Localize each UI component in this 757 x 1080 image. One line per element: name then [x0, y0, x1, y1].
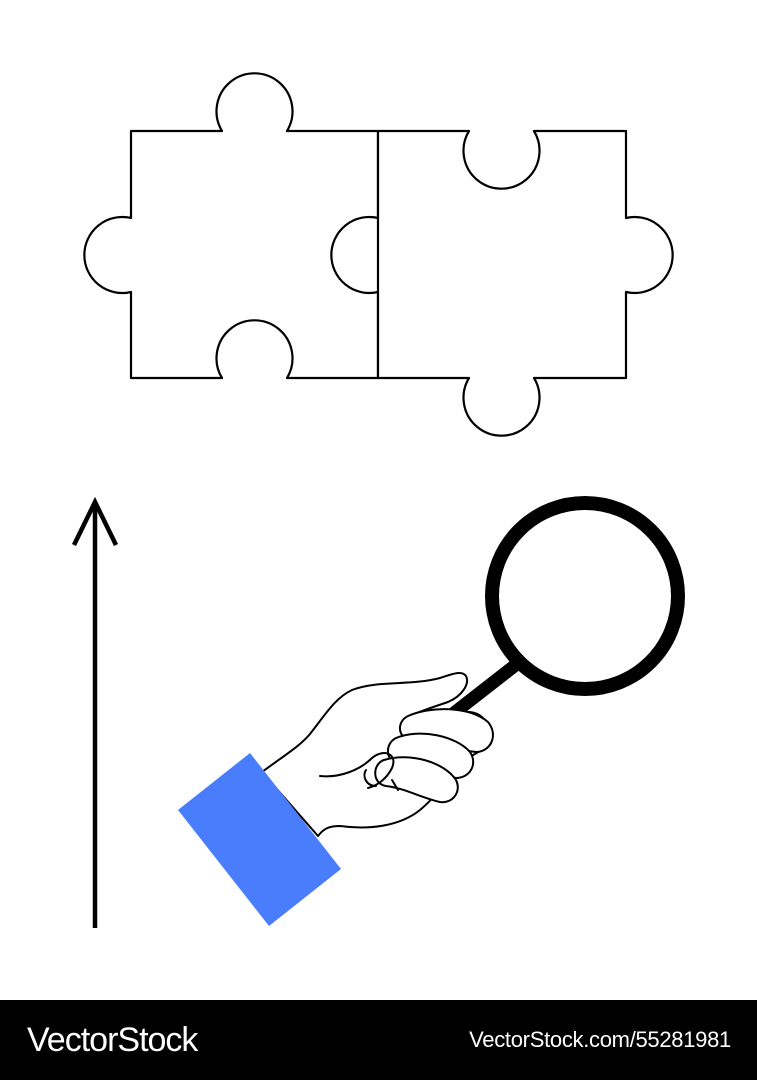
puzzle-piece-right-icon — [376, 129, 674, 437]
magnifying-glass-icon — [370, 496, 685, 780]
stock-id-label: VectorStock.com/55281981 — [469, 1027, 731, 1052]
sleeve-icon — [178, 753, 341, 926]
illustration — [71, 72, 685, 928]
hand-icon — [261, 671, 494, 837]
brand-label: VectorStock — [27, 1020, 198, 1059]
puzzle-piece-left-icon — [83, 72, 380, 380]
up-arrow-icon — [71, 496, 119, 928]
watermark-bar: VectorStock VectorStock.com/55281981 — [0, 1000, 757, 1080]
